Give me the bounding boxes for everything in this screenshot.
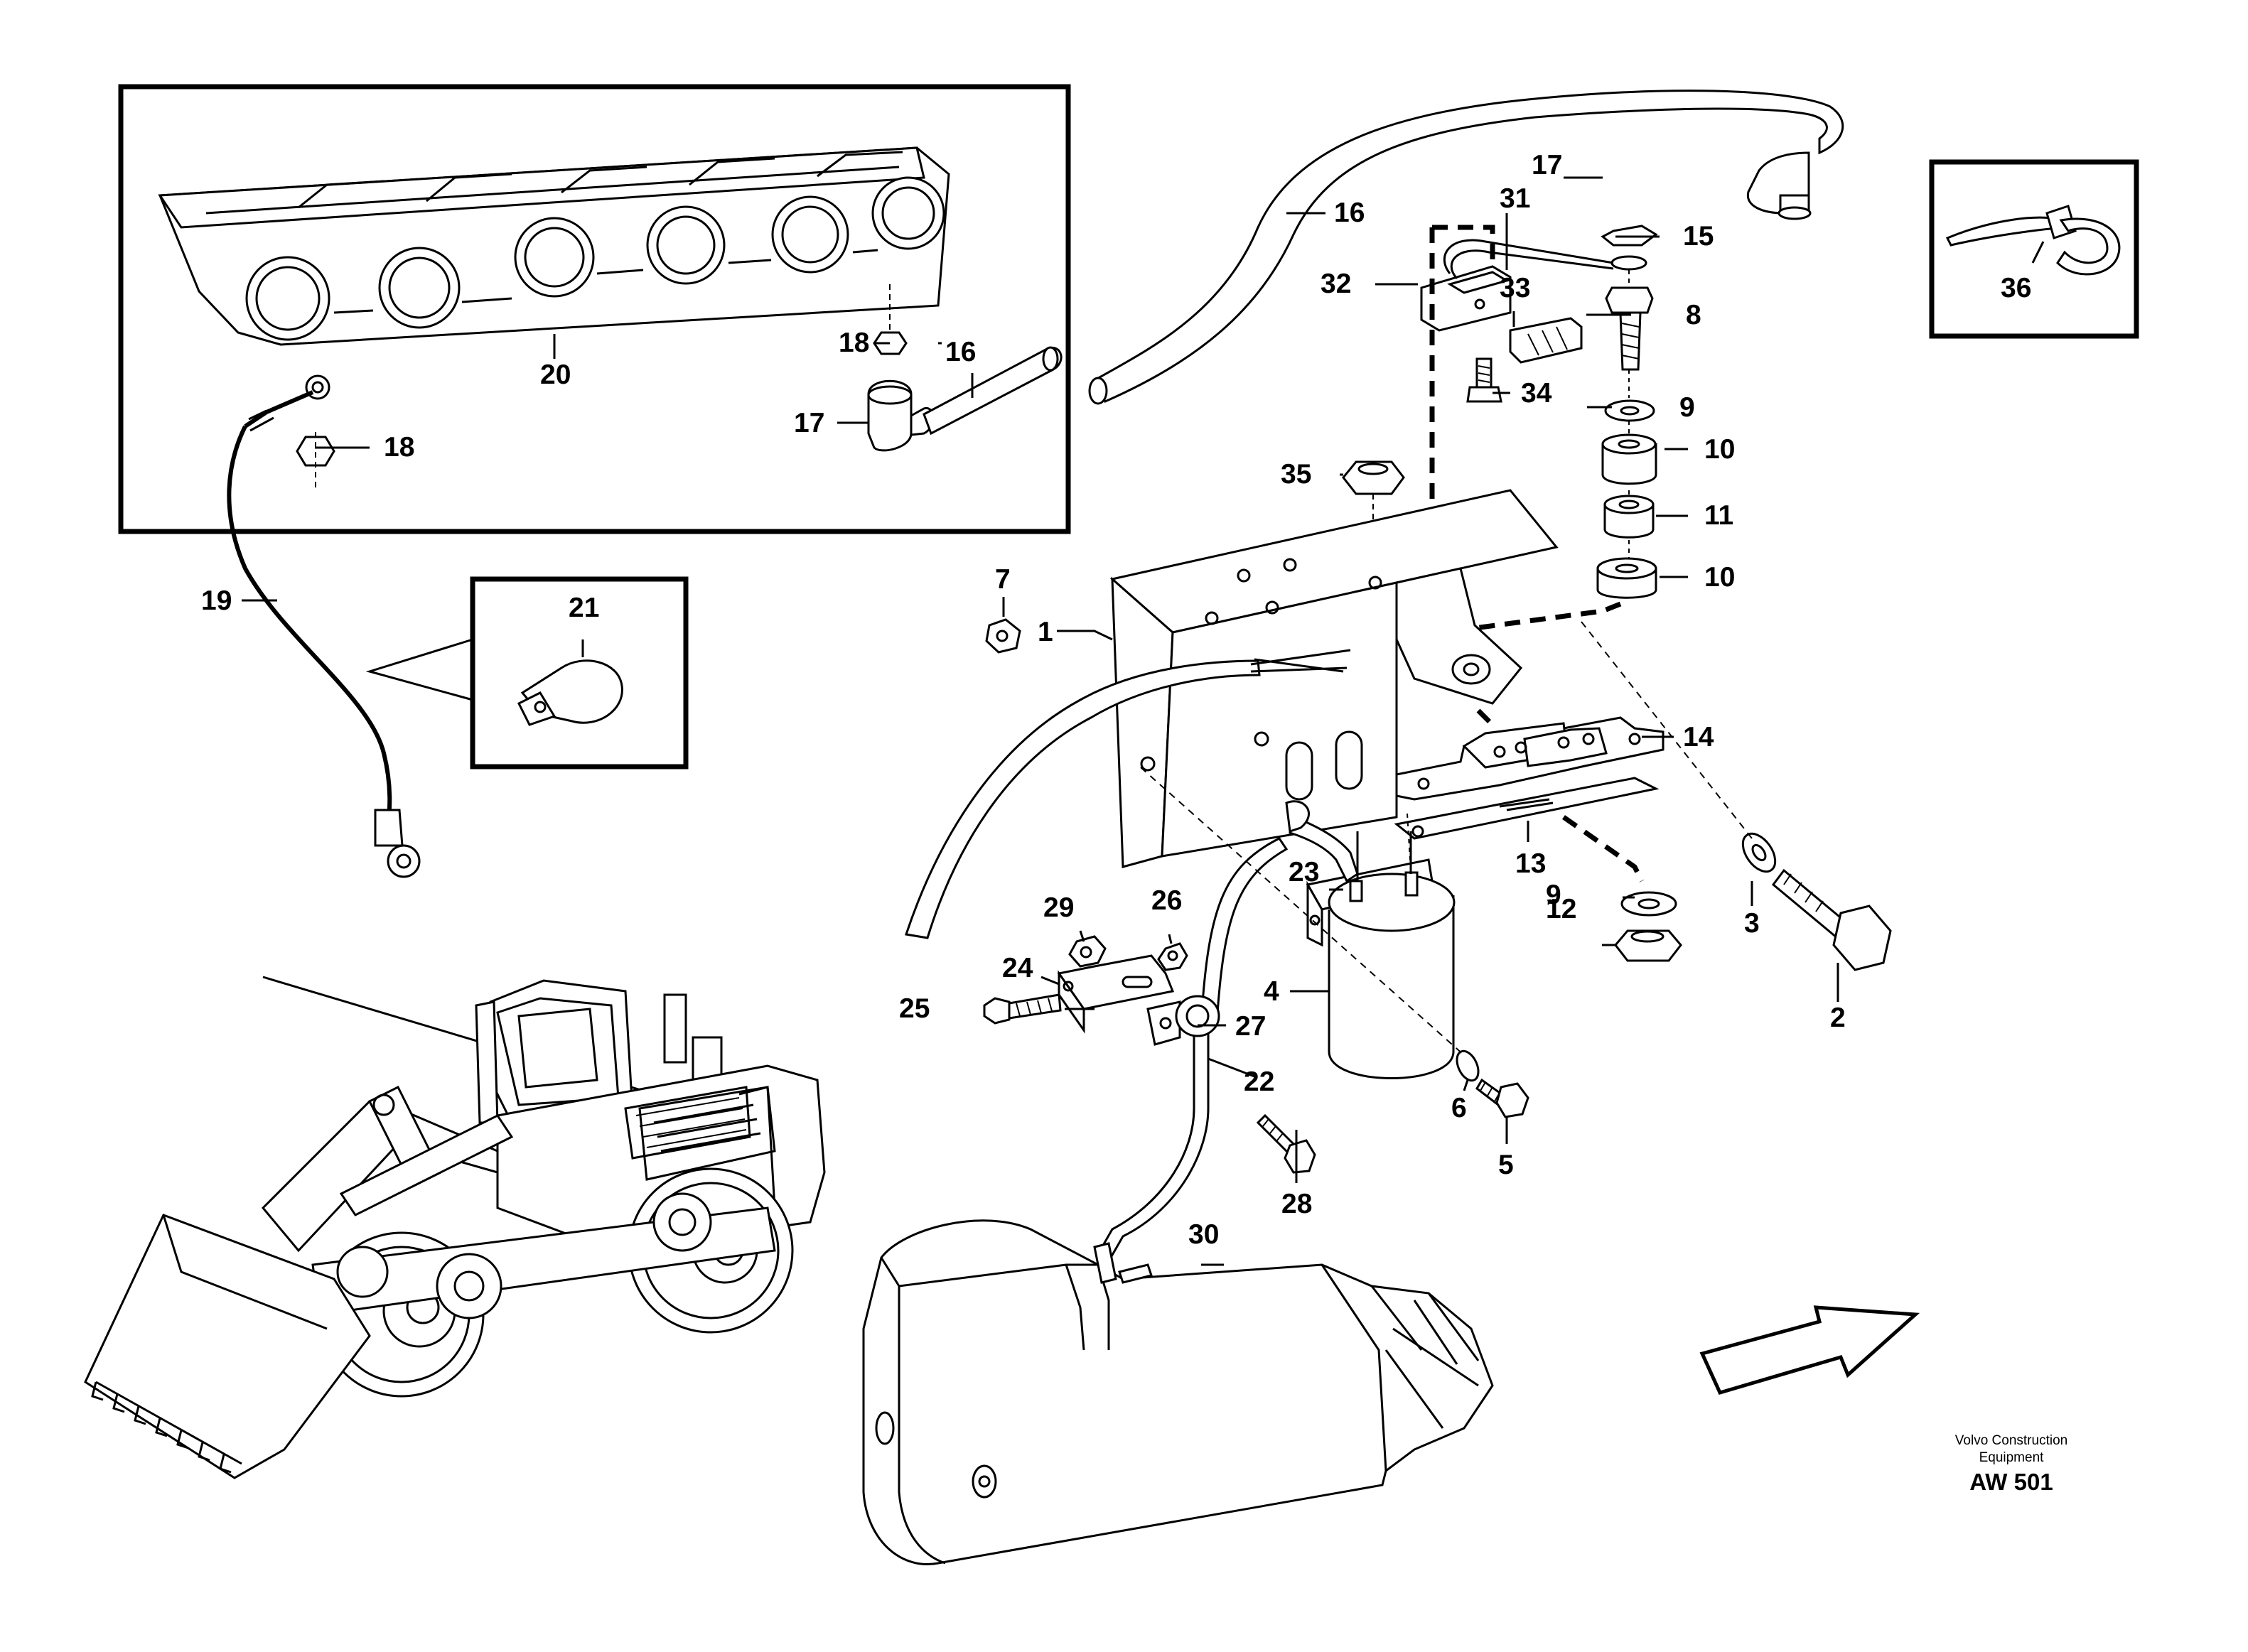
callout-18: 18	[839, 328, 869, 358]
callout-25: 25	[899, 993, 930, 1024]
wheel-loader-illustration	[84, 976, 826, 1479]
hose-16	[1088, 90, 1844, 405]
callout-18b: 18	[384, 432, 414, 463]
leader-lines	[242, 176, 2045, 1266]
callout-3: 3	[1744, 908, 1760, 939]
caption-line-2: Equipment	[1979, 1450, 2045, 1465]
callout-31: 31	[1500, 183, 1530, 214]
callout-24: 24	[1002, 953, 1033, 983]
sensor-bracket	[1420, 239, 1614, 403]
callout-8: 8	[1686, 300, 1701, 330]
callout-16: 16	[1334, 198, 1365, 228]
callout-32: 32	[1321, 269, 1351, 299]
callout-29: 29	[1043, 892, 1074, 923]
small-bracket-24	[983, 935, 1188, 1034]
callout-7: 7	[995, 564, 1011, 595]
callout-27: 27	[1235, 1011, 1266, 1042]
callout-20: 20	[540, 360, 571, 390]
callout-9: 9	[1679, 392, 1695, 423]
callout-34: 34	[1521, 378, 1552, 409]
direction-arrow	[1699, 1305, 1920, 1395]
callout-17: 17	[1532, 150, 1562, 180]
callout-10: 10	[1704, 434, 1735, 465]
bolt-2	[1581, 621, 1892, 971]
cable-terminal	[374, 809, 421, 878]
callout-23: 23	[1289, 857, 1319, 887]
manifold-ports	[245, 176, 945, 341]
callout-12: 12	[1546, 894, 1576, 924]
callout-9b: 9	[1546, 880, 1561, 910]
figure-caption: Volvo Construction Equipment AW 501	[1955, 1433, 2067, 1495]
callout-30: 30	[1188, 1219, 1219, 1250]
clip-inset	[365, 576, 689, 770]
callout-labels: 1 2 3 4 5 6 7 8 9 10 11 12 13 14 15 16 1…	[201, 150, 2031, 1250]
callout-19: 19	[201, 585, 232, 616]
callout-5: 5	[1498, 1150, 1514, 1180]
figure-code: AW 501	[1969, 1469, 2053, 1495]
callout-21: 21	[569, 593, 599, 623]
callout-6: 6	[1451, 1093, 1467, 1123]
callout-4: 4	[1264, 976, 1279, 1007]
bolt-5	[1140, 767, 1529, 1118]
dashed-link-e	[1476, 708, 1498, 730]
harness-cable	[905, 649, 1351, 939]
callout-15: 15	[1683, 221, 1714, 252]
callout-14: 14	[1683, 722, 1714, 752]
callout-1: 1	[1038, 617, 1053, 647]
callout-2: 2	[1830, 1003, 1846, 1033]
manifold-inset	[118, 84, 1071, 534]
terminal-stack	[1596, 225, 1658, 599]
relay-plate	[1394, 716, 1665, 840]
callout-13: 13	[1515, 848, 1546, 879]
callout-22: 22	[1244, 1067, 1274, 1097]
callout-11: 11	[1704, 500, 1733, 531]
bolt-28	[1256, 1113, 1316, 1174]
starter-motor	[862, 1219, 1494, 1565]
callout-17b: 17	[794, 408, 824, 438]
callout-10b: 10	[1704, 562, 1735, 593]
clamp-27	[1146, 995, 1220, 1046]
callout-28: 28	[1281, 1189, 1312, 1219]
caption-line-1: Volvo Construction	[1955, 1433, 2067, 1448]
elbow-17	[1746, 151, 1812, 220]
callout-36: 36	[2001, 273, 2031, 303]
washer-nut-lower	[1614, 891, 1682, 962]
dashed-link-d	[1561, 815, 1645, 882]
cable-tie-inset	[1929, 159, 2139, 339]
callout-33: 33	[1500, 273, 1530, 303]
dashed-link-c	[1432, 225, 1495, 266]
nut-35	[1342, 460, 1405, 579]
callout-35: 35	[1281, 459, 1311, 490]
heater-cable	[227, 425, 392, 836]
nut-7	[985, 618, 1021, 654]
canister-4	[1306, 813, 1456, 1079]
callout-26: 26	[1151, 885, 1182, 916]
callout-16b: 16	[945, 337, 976, 367]
